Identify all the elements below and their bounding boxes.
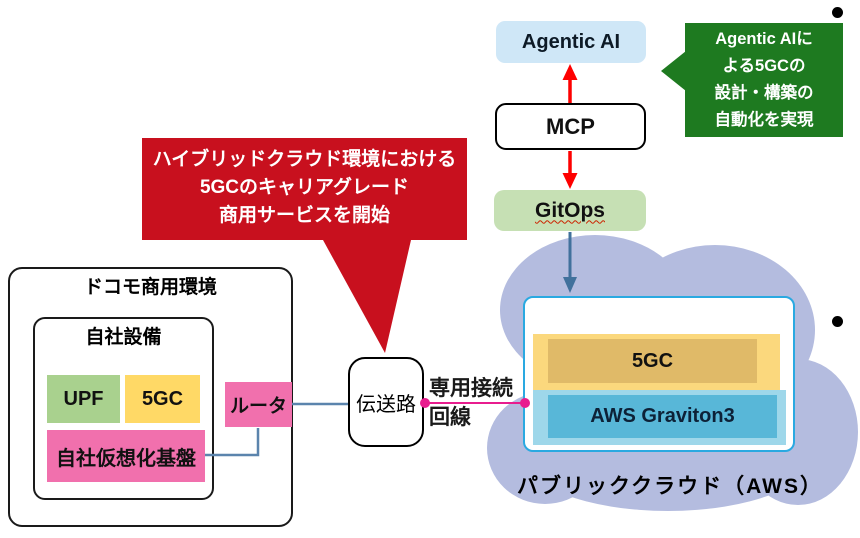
red-callout-tail-icon [323,240,411,353]
transmission-path-label: 伝送路 [356,393,416,416]
onprem-5gc-label: 5GC [141,387,184,410]
gitops-box: GitOps [494,190,646,231]
red-arrow-up-icon [562,64,578,103]
agentic-ai-label: Agentic AI [521,30,621,53]
red-callout: ハイブリッドクラウド環境における 5GCのキャリアグレード 商用サービスを開始 [142,138,467,240]
router-label: ルータ [229,396,287,417]
green-callout-line: 設計・構築の [714,84,814,102]
onprem-5gc-box: 5GC [125,375,200,423]
own-equipment-title: 自社設備 [85,327,162,348]
graviton-box: AWS Graviton3 [548,395,777,438]
red-arrow-down-icon [562,151,578,189]
public-cloud-label: パブリッククラウド（AWS） [517,475,823,498]
green-callout-line: Agentic AIに [715,30,813,48]
red-callout-line: 商用サービスを開始 [218,205,390,226]
mcp-label: MCP [546,113,595,139]
red-callout-line: ハイブリッドクラウド環境における [152,149,457,170]
red-callout-line: 5GCのキャリアグレード [199,177,410,198]
green-callout-line: 自動化を実現 [714,111,814,129]
router-box: ルータ [225,382,292,427]
docomo-environment-title: ドコモ商用環境 [83,277,217,298]
bullet-icon [832,316,843,327]
green-callout-tail-icon [661,51,686,91]
bullet-icon [832,7,843,18]
upf-box: UPF [47,375,120,423]
transmission-path-box: 伝送路 [348,357,424,447]
virtualization-base-box: 自社仮想化基盤 [47,430,205,482]
virtualization-base-label: 自社仮想化基盤 [56,447,196,470]
dedicated-line-label-1: 専用接続 [429,377,513,400]
mcp-box: MCP [495,103,646,150]
dedicated-line-label-2: 回線 [429,406,471,429]
cloud-5gc-label: 5GC [631,349,674,372]
upf-label: UPF [63,387,104,410]
graviton-label: AWS Graviton3 [590,405,735,427]
green-callout: Agentic AIに よる5GCの 設計・構築の 自動化を実現 [685,23,843,137]
gitops-label: GitOps [534,198,605,222]
cloud-5gc-box: 5GC [548,339,757,383]
agentic-ai-box: Agentic AI [496,21,646,63]
blue-arrow-down-icon [563,232,577,293]
green-callout-line: よる5GCの [722,57,806,75]
